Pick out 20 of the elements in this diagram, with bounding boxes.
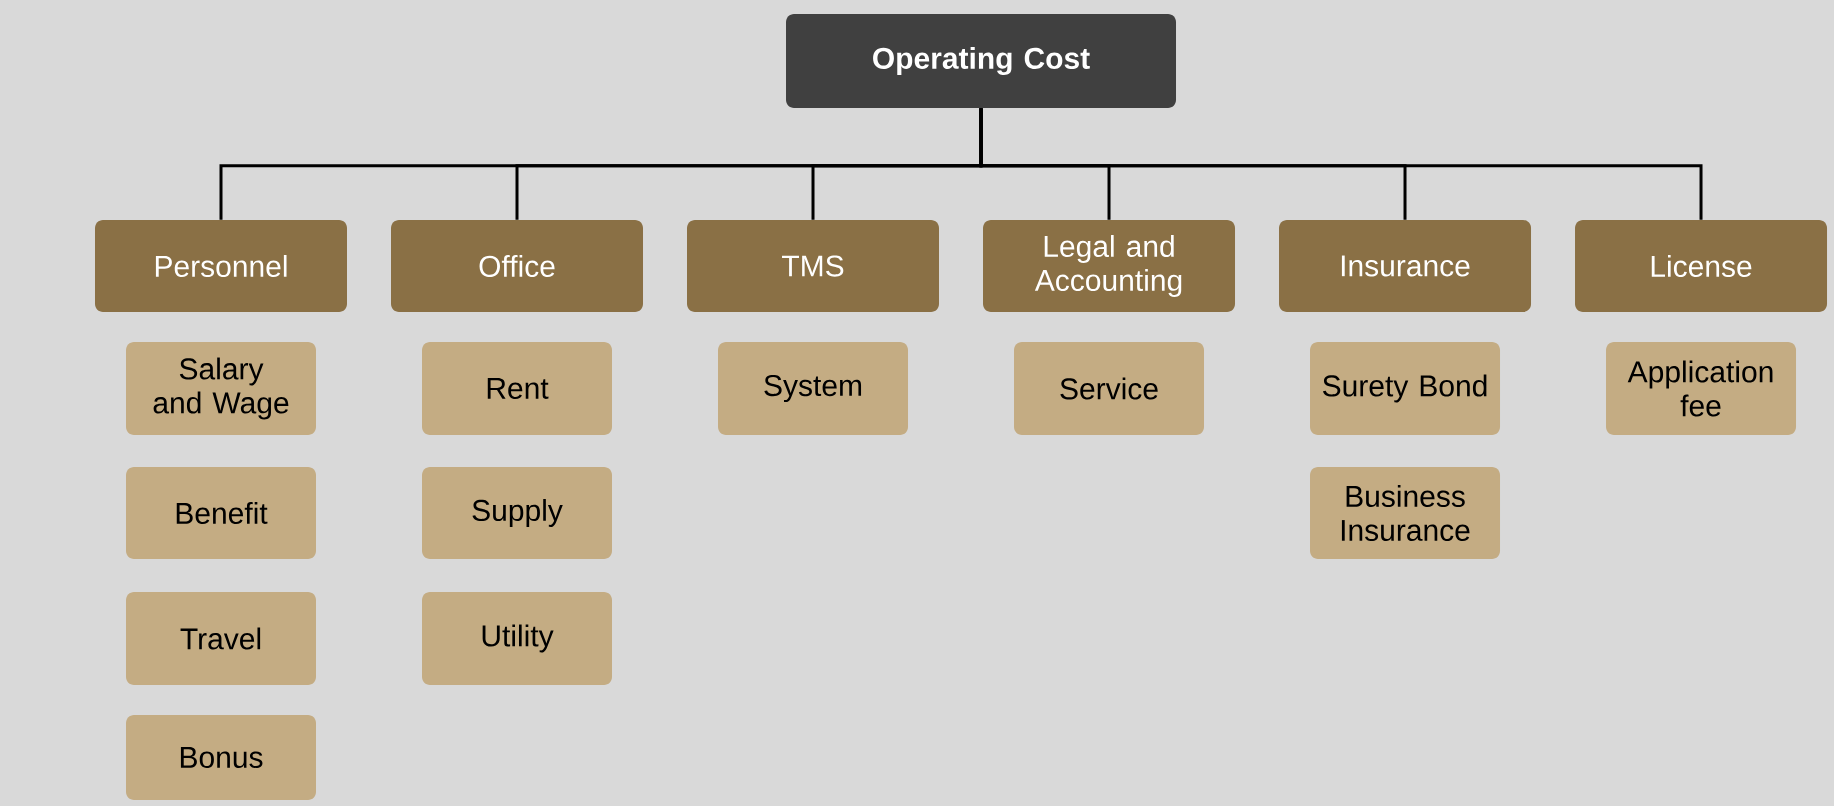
item-box: Bonus [126, 715, 316, 800]
category-box: Insurance [1279, 220, 1531, 312]
item-box: Travel [126, 592, 316, 685]
item-box: Service [1014, 342, 1204, 435]
item-box: System [718, 342, 908, 435]
category-box: License [1575, 220, 1827, 312]
item-box: Business Insurance [1310, 467, 1500, 559]
item-box: Salary and Wage [126, 342, 316, 435]
item-box: Utility [422, 592, 612, 685]
category-box: Office [391, 220, 643, 312]
item-box: Supply [422, 467, 612, 559]
connector-line [979, 108, 1703, 220]
item-box: Rent [422, 342, 612, 435]
item-box: Application fee [1606, 342, 1796, 435]
category-box: Legal and Accounting [983, 220, 1235, 312]
title-box: Operating Cost [786, 14, 1176, 108]
category-box: TMS [687, 220, 939, 312]
item-box: Benefit [126, 467, 316, 559]
category-box: Personnel [95, 220, 347, 312]
item-box: Surety Bond [1310, 342, 1500, 435]
